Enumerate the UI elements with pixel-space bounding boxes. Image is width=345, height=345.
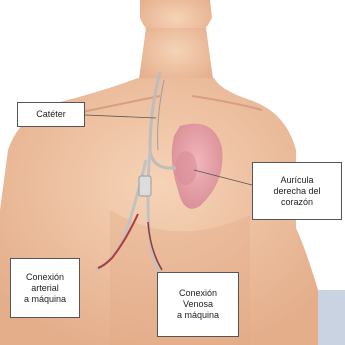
- right-atrium-shape: [175, 151, 197, 185]
- label-venous-connection: Conexión Venosa a máquina: [157, 272, 239, 337]
- neck-shape: [138, 28, 214, 86]
- corner-panel: [318, 290, 345, 345]
- catheter-clamp: [139, 176, 151, 196]
- label-cateter: Catéter: [17, 102, 85, 127]
- label-right-atrium: Aurícula derecha del corazón: [252, 162, 342, 220]
- label-arterial-connection: Conexión arterial a máquina: [10, 258, 80, 318]
